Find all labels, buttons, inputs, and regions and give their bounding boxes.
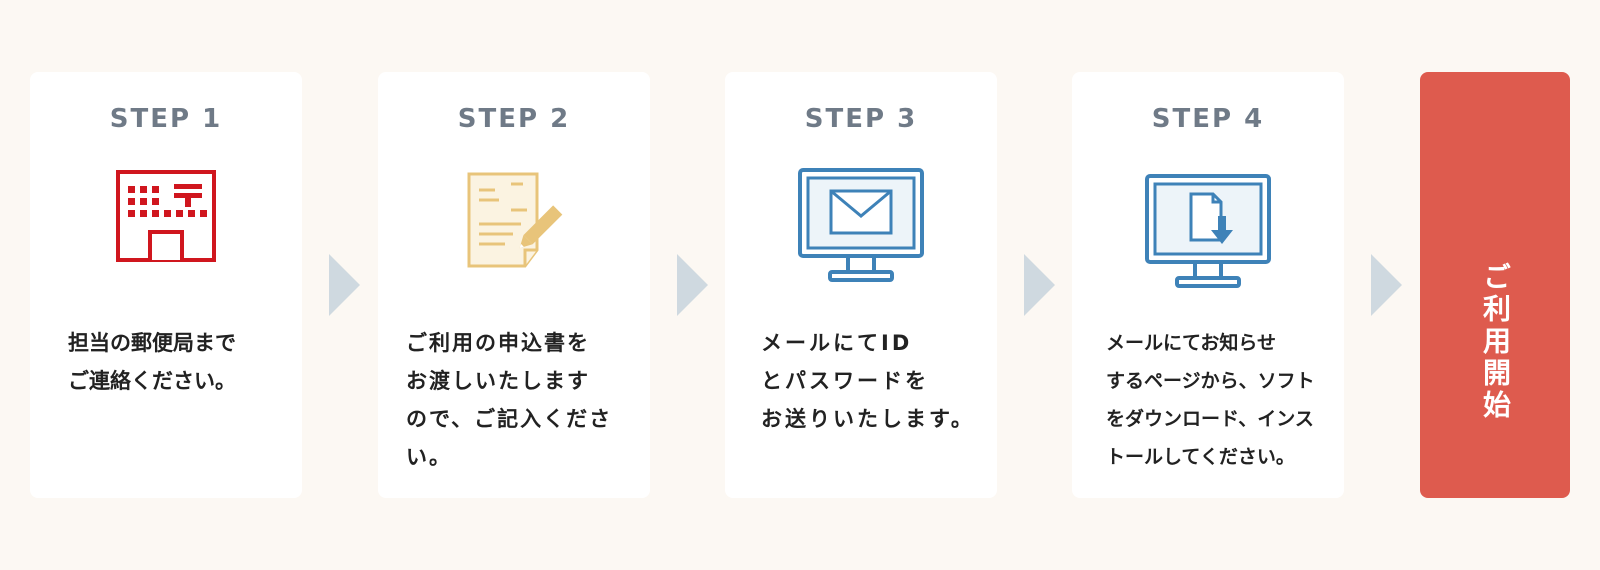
start-usage-text: ご利用開始 bbox=[1479, 262, 1512, 422]
arrow-right-icon bbox=[329, 254, 360, 316]
arrow-right-icon bbox=[677, 254, 708, 316]
step-title: STEP 2 bbox=[457, 104, 571, 134]
start-usage-label: ご利用開始 bbox=[1420, 262, 1570, 422]
step-title: STEP 3 bbox=[804, 104, 918, 134]
step-card-4: STEP 4 メールにてお知らせ するページから、ソフト をダウンロード、インス… bbox=[1072, 72, 1344, 498]
step-card-3: STEP 3 メールにてID とパスワードを お送りいたします。 bbox=[725, 72, 997, 498]
step-card-2: STEP 2 ご利用の申込書を お渡しいたします ので、ご記入ください。 bbox=[378, 72, 650, 498]
step-description: 担当の郵便局まで ご連絡ください。 bbox=[68, 331, 236, 393]
start-usage-box: ご利用開始 bbox=[1420, 72, 1570, 498]
arrow-right-icon bbox=[1371, 254, 1402, 316]
application-form-icon bbox=[461, 170, 567, 274]
download-monitor-icon bbox=[1145, 174, 1271, 294]
step-title: STEP 4 bbox=[1151, 104, 1265, 134]
step-card-1: STEP 1 bbox=[30, 72, 302, 498]
step-description: メールにてID とパスワードを お送りいたします。 bbox=[761, 331, 975, 431]
mail-monitor-icon bbox=[798, 168, 924, 288]
post-office-icon bbox=[116, 170, 216, 266]
step-description: メールにてお知らせ するページから、ソフト をダウンロード、インス トールしてく… bbox=[1106, 332, 1315, 468]
step-description: ご利用の申込書を お渡しいたします ので、ご記入ください。 bbox=[406, 331, 613, 469]
step-title: STEP 1 bbox=[109, 104, 223, 134]
arrow-right-icon bbox=[1024, 254, 1055, 316]
